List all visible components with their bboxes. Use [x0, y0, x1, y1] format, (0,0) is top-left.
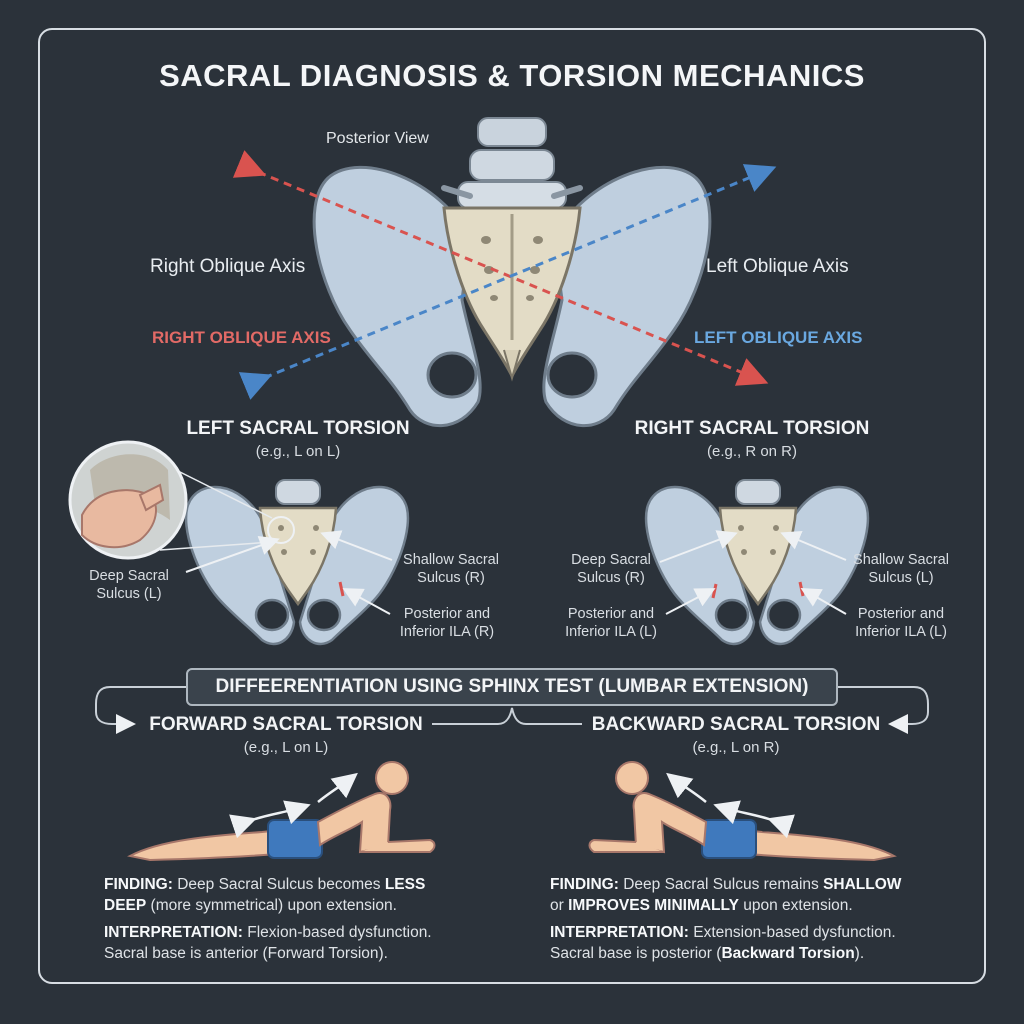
forward-finding: FINDING: Deep Sacral Sulcus becomes LESS…: [104, 876, 426, 914]
banner-connectors: [95, 686, 929, 734]
posterior-view-label: Posterior View: [326, 130, 429, 147]
left-oblique-axis-line: [238, 164, 777, 400]
right-torsion-pelvis: [644, 479, 870, 646]
sphinx-test-banner: DIFFEERENTIATION USING SPHINX TEST (LUMB…: [186, 668, 838, 706]
sphinx-figure-backward: [588, 761, 897, 862]
right-torsion-heading: RIGHT SACRAL TORSION: [634, 418, 870, 439]
backward-torsion-example: (e.g., L on R): [692, 739, 780, 756]
left-oblique-axis-tag: LEFT OBLIQUE AXIS: [694, 328, 863, 347]
right-torsion-example: (e.g., R on R): [706, 443, 798, 460]
top-pelvis-illustration: [232, 117, 777, 427]
sphinx-figure-forward: [127, 761, 436, 862]
forward-torsion-heading: FORWARD SACRAL TORSION: [149, 714, 423, 735]
left-oblique-axis-label: Left Oblique Axis: [706, 256, 849, 277]
left-torsion-example: (e.g., L on L): [255, 443, 341, 460]
backward-torsion-heading: BACKWARD SACRAL TORSION: [591, 714, 881, 735]
left-torsion-pelvis: [68, 440, 410, 646]
diagram-frame: [38, 28, 986, 984]
forward-torsion-example: (e.g., L on L): [243, 739, 329, 756]
left-torsion-heading: LEFT SACRAL TORSION: [186, 418, 410, 439]
page-title: SACRAL DIAGNOSIS & TORSION MECHANICS: [159, 58, 865, 93]
right-oblique-axis-tag: RIGHT OBLIQUE AXIS: [152, 328, 331, 347]
right-oblique-axis-label: Right Oblique Axis: [150, 256, 306, 277]
backward-finding: FINDING: Deep Sacral Sulcus remains SHAL…: [550, 876, 902, 914]
lumbar-vertebrae: [441, 117, 583, 209]
forward-interpretation: INTERPRETATION: Flexion-based dysfunctio…: [104, 924, 432, 962]
backward-interpretation: INTERPRETATION: Extension-based dysfunct…: [550, 924, 896, 962]
